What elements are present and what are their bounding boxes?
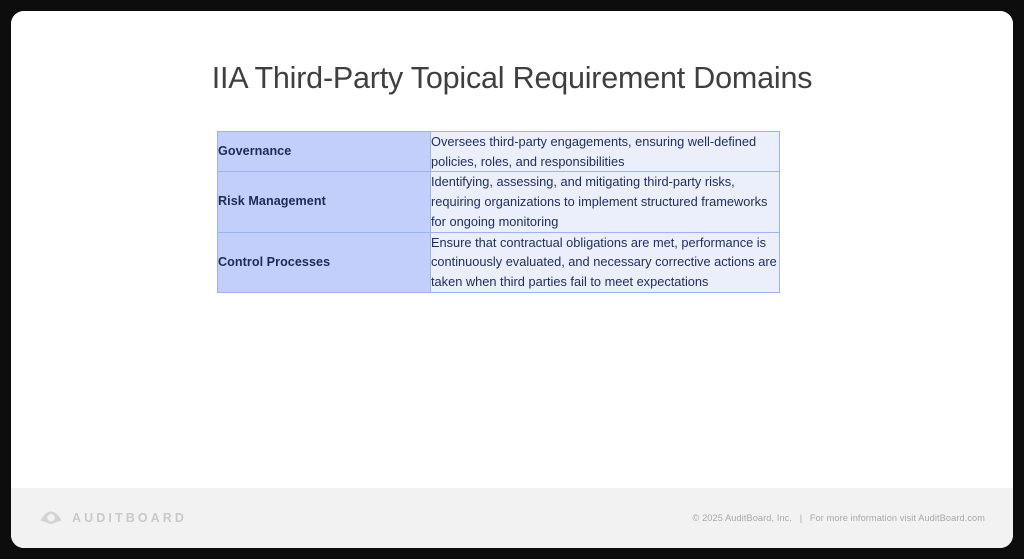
footer-legal: © 2025 AuditBoard, Inc. | For more infor… [693, 513, 985, 523]
domain-table: Governance Oversees third-party engageme… [217, 130, 780, 293]
slide-footer: AUDITBOARD © 2025 AuditBoard, Inc. | For… [11, 488, 1013, 548]
slide-card: IIA Third-Party Topical Requirement Doma… [11, 11, 1013, 548]
page-title: IIA Third-Party Topical Requirement Doma… [211, 61, 813, 95]
domain-table-body: Governance Oversees third-party engageme… [217, 130, 780, 293]
domain-description-governance: Oversees third-party engagements, ensuri… [430, 130, 780, 173]
domain-name-risk-management: Risk Management [217, 171, 431, 233]
slide-body: IIA Third-Party Topical Requirement Doma… [11, 11, 1013, 488]
footer-separator: | [799, 513, 803, 523]
footer-brand: AUDITBOARD [39, 506, 187, 530]
auditboard-lens-logo-icon [40, 511, 62, 524]
domain-description-risk-management: Identifying, assessing, and mitigating t… [430, 171, 780, 233]
table-row: Governance Oversees third-party engageme… [217, 130, 780, 173]
table-row: Control Processes Ensure that contractua… [217, 231, 780, 293]
footer-brand-name: AUDITBOARD [72, 511, 188, 525]
domain-description-control-processes: Ensure that contractual obligations are … [430, 231, 780, 293]
domain-name-governance: Governance [217, 130, 431, 173]
footer-info-text: For more information visit AuditBoard.co… [809, 513, 985, 523]
domain-name-control-processes: Control Processes [217, 231, 431, 293]
table-row: Risk Management Identifying, assessing, … [217, 171, 780, 233]
footer-copyright: © 2025 AuditBoard, Inc. [692, 513, 793, 523]
